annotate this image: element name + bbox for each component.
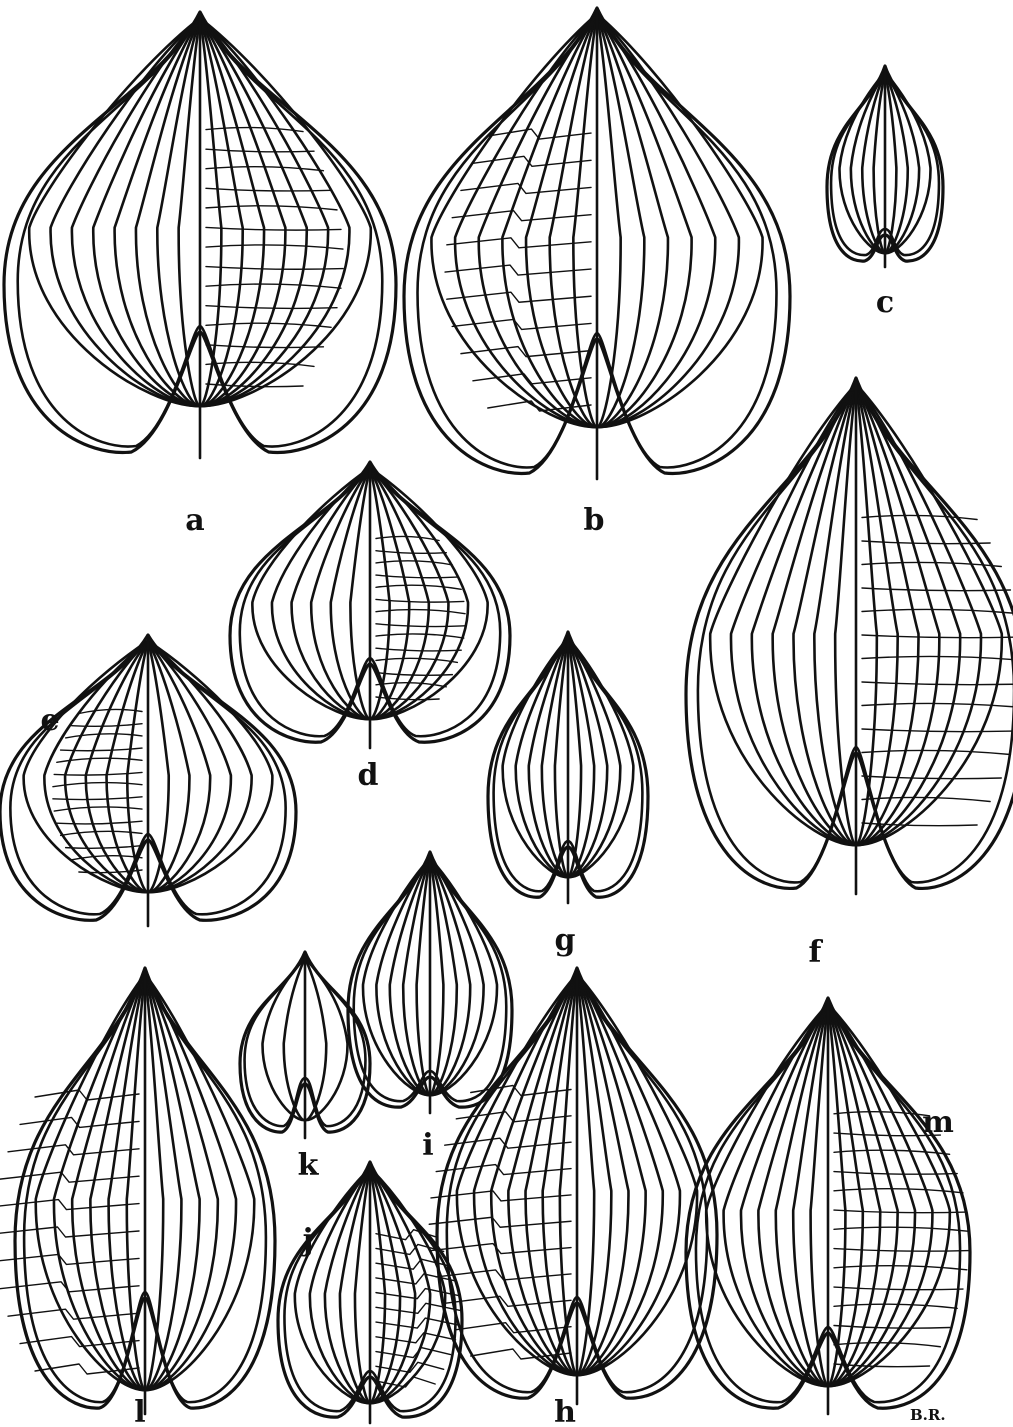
leaf-c: c — [827, 66, 943, 320]
label-a: a — [185, 503, 204, 538]
cross-vein — [206, 227, 341, 230]
leaf-d: d — [230, 462, 510, 793]
cross-vein — [206, 128, 303, 132]
primary-vein — [145, 974, 200, 1390]
cross-vein — [376, 561, 452, 565]
cross-vein — [0, 1282, 139, 1292]
label-e: e — [40, 703, 59, 738]
cross-vein — [376, 1333, 456, 1343]
leaf-b: b — [404, 8, 790, 538]
cross-vein — [0, 1200, 139, 1210]
cross-vein — [834, 1210, 967, 1213]
label-m: m — [922, 1105, 954, 1140]
cross-vein — [0, 1227, 139, 1237]
cross-vein — [66, 846, 142, 849]
cross-vein — [8, 1145, 139, 1155]
primary-vein — [90, 974, 145, 1390]
cross-vein — [206, 345, 323, 348]
label-b: b — [584, 503, 605, 538]
primary-vein — [29, 18, 200, 406]
leaf-e: e — [0, 635, 296, 926]
cross-vein — [473, 374, 591, 384]
cross-vein — [79, 709, 142, 713]
cross-vein — [206, 384, 303, 387]
label-l: l — [134, 1395, 145, 1427]
cross-vein — [376, 1348, 451, 1358]
cross-vein — [66, 734, 142, 738]
leaf-f: f — [686, 378, 1013, 970]
artist-signature: B.R. — [910, 1406, 946, 1424]
cross-vein — [452, 211, 591, 221]
label-g: g — [555, 923, 576, 958]
cross-vein — [206, 267, 343, 270]
cross-vein — [447, 292, 591, 302]
leaf-j: j — [278, 1162, 462, 1423]
cross-vein — [834, 1150, 950, 1154]
cross-vein — [834, 1304, 957, 1308]
cross-vein — [206, 245, 343, 249]
cross-vein — [54, 772, 142, 775]
label-f: f — [809, 935, 824, 970]
label-i: i — [422, 1128, 433, 1163]
cross-vein — [862, 729, 1013, 732]
cross-vein — [834, 1249, 969, 1252]
cross-vein — [834, 1287, 963, 1290]
cross-vein — [862, 635, 1013, 638]
leaf-a: a — [4, 12, 396, 538]
cross-vein — [431, 1244, 571, 1254]
leaf-l: l — [0, 968, 275, 1427]
leaf-h: h — [429, 968, 717, 1427]
label-k: k — [298, 1148, 320, 1183]
cross-vein — [862, 609, 1013, 613]
cross-vein — [376, 575, 457, 578]
cross-vein — [834, 1172, 957, 1175]
label-h: h — [554, 1395, 576, 1427]
cross-vein — [206, 306, 337, 309]
cross-vein — [445, 265, 591, 275]
label-j: j — [300, 1223, 314, 1258]
label-d: d — [358, 758, 379, 793]
cross-vein — [862, 797, 990, 801]
cross-vein — [0, 1254, 139, 1264]
leaf-g: g — [488, 632, 648, 958]
cross-vein — [431, 1191, 571, 1201]
cross-vein — [72, 724, 142, 727]
cross-vein — [447, 238, 591, 248]
cross-vein — [376, 658, 457, 662]
cross-vein — [376, 1303, 460, 1313]
cross-vein — [862, 562, 1001, 566]
cross-vein — [206, 206, 337, 210]
cross-vein — [429, 1217, 571, 1227]
leaf-m: m — [686, 998, 970, 1414]
label-c: c — [876, 285, 894, 320]
cross-vein — [834, 1266, 967, 1270]
cross-vein — [862, 588, 1010, 591]
